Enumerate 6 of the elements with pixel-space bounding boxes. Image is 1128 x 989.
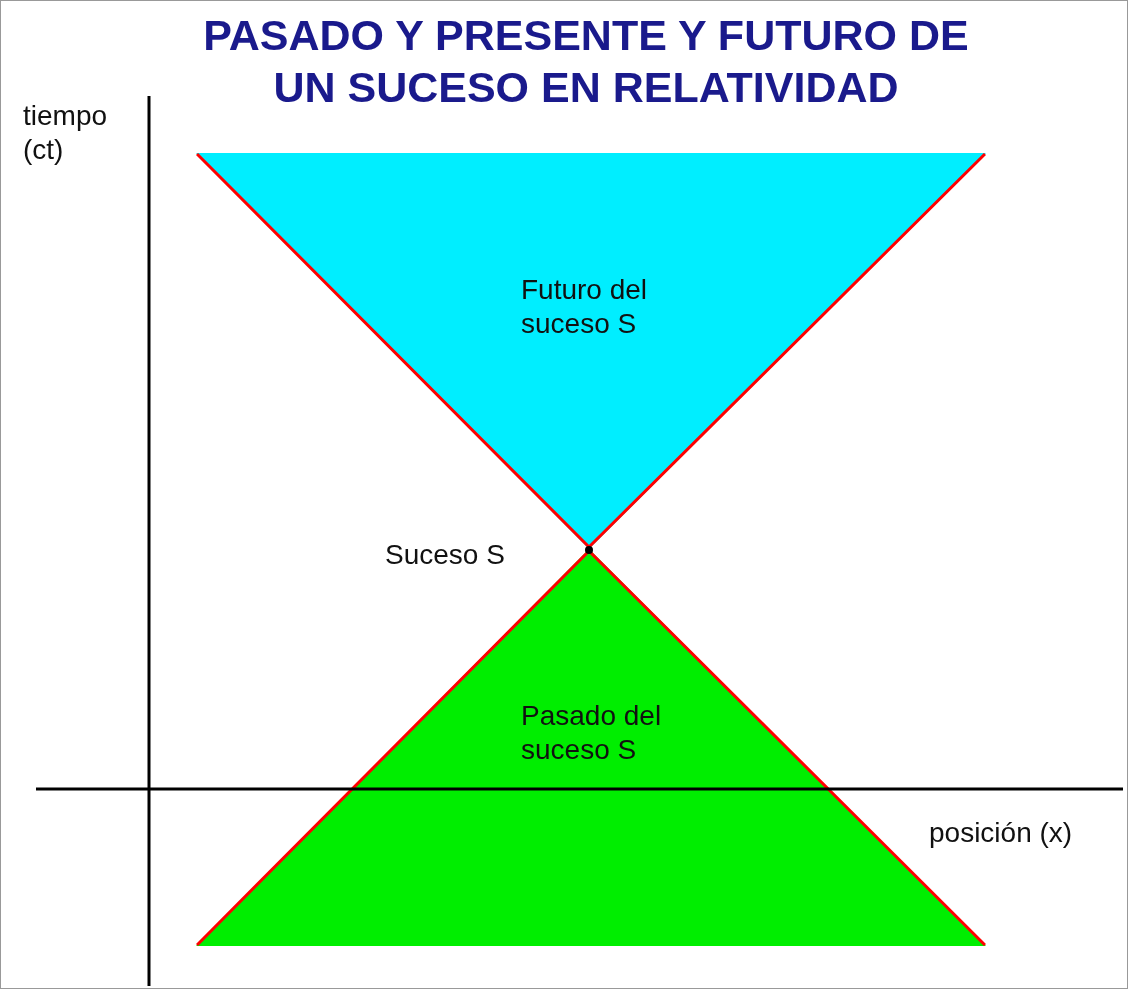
axis-label: posición (x): [929, 816, 1074, 850]
region-label: Futuro del suceso S: [521, 273, 649, 341]
title: PASADO Y PRESENTE Y FUTURO DE UN SUCESO EN RELATIVIDAD: [202, 10, 970, 113]
axis-label: tiempo (ct): [23, 99, 109, 167]
region-label: Pasado del suceso S: [521, 699, 663, 767]
event-label: Suceso S: [385, 538, 506, 572]
